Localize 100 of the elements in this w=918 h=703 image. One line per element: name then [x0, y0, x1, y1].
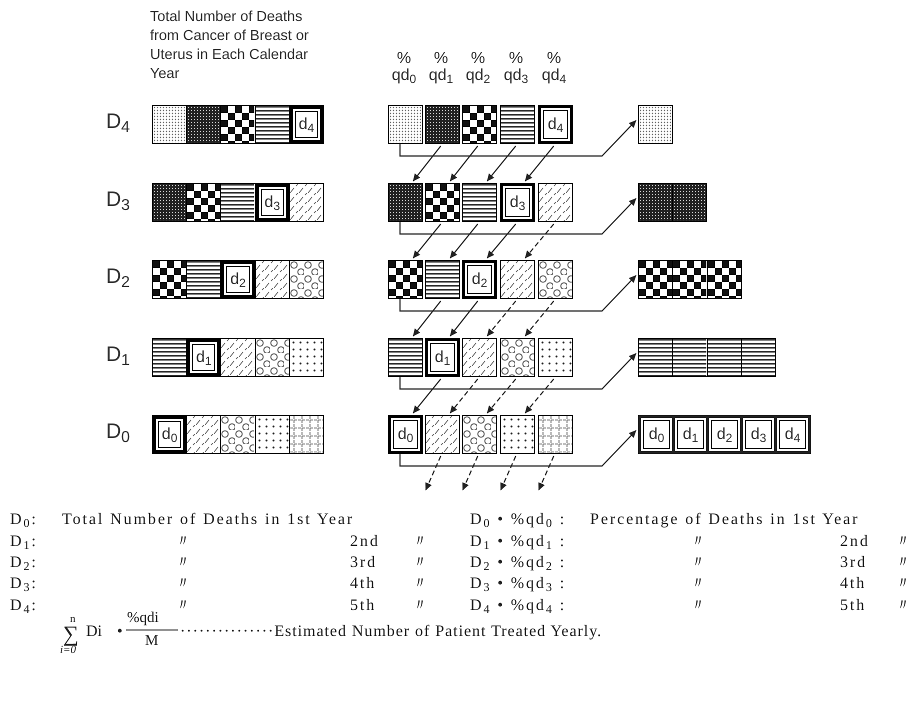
- cell-label: d$_{4}$: [548, 116, 564, 132]
- ditto-mark: 〃: [895, 553, 913, 574]
- patterned-cell: [462, 183, 497, 222]
- arrow: [412, 224, 442, 258]
- arrow: [399, 353, 636, 390]
- arrow: [412, 300, 442, 336]
- ditto-mark: 〃: [895, 532, 913, 552]
- ditto-mark: 〃: [690, 532, 708, 552]
- arrow: [524, 378, 554, 414]
- arrow: [399, 198, 636, 235]
- column-heading: % qd$_{4}$: [540, 50, 568, 84]
- patterned-cell: [425, 105, 460, 144]
- patterned-cell: [388, 260, 423, 299]
- formula-text: Di: [86, 624, 102, 640]
- column-heading: % qd$_{2}$: [464, 50, 492, 84]
- ditto-mark: 〃: [412, 553, 430, 574]
- cell-label: d$_{1}$: [434, 350, 450, 366]
- arrow: [399, 120, 636, 157]
- patterned-cell: [462, 415, 497, 454]
- formula-text: n: [70, 614, 76, 625]
- legend-text: 2nd: [350, 532, 380, 552]
- arrow: [412, 146, 442, 182]
- arrow: [450, 300, 478, 336]
- patterned-cell: [425, 415, 460, 454]
- row-label: D$_{1}$: [106, 344, 130, 365]
- arrow: [399, 275, 636, 312]
- legend-text: D$_{3}$:: [10, 574, 38, 596]
- patterned-cell: [462, 105, 497, 144]
- labeled-cell: [462, 260, 497, 299]
- cell-label: d$_{2}$: [472, 272, 488, 288]
- legend-text: D$_{0}$ • %qd$_{0}$ :: [470, 510, 566, 532]
- labeled-cell: [500, 183, 535, 222]
- cell-label: d$_{1}$: [682, 426, 698, 442]
- pattern-bar: [152, 260, 324, 299]
- cell-label: d$_{4}$: [784, 426, 800, 442]
- sum-symbol: ∑: [63, 623, 79, 645]
- legend-text: D$_{4}$ • %qd$_{4}$ :: [470, 596, 566, 618]
- row-label: D$_{2}$: [106, 266, 130, 287]
- ditto-mark: 〃: [895, 596, 913, 616]
- arrow: [486, 378, 516, 414]
- legend-text: D$_{2}$:: [10, 553, 38, 576]
- cell-label: d$_{1}$: [196, 350, 212, 366]
- legend-text: D$_{1}$:: [10, 532, 38, 554]
- legend-text: 4th: [350, 574, 376, 594]
- arrow: [450, 224, 478, 258]
- patterned-cell: [425, 260, 460, 299]
- arrow: [425, 456, 442, 490]
- patterned-cell: [538, 415, 573, 454]
- legend-text: 3rd: [350, 553, 378, 574]
- arrow: [399, 430, 636, 467]
- cell-label: d$_{3}$: [750, 426, 766, 442]
- ditto-mark: 〃: [412, 596, 430, 616]
- formula-text: %qdi: [127, 611, 159, 626]
- cell-label: d$_{0}$: [162, 426, 178, 442]
- ditto-mark: 〃: [690, 596, 708, 616]
- column-heading: % qd$_{3}$: [502, 50, 530, 84]
- legend-text: 4th: [840, 574, 866, 594]
- legend-text: Percentage of Deaths in 1st Year: [590, 510, 860, 530]
- patterned-cell: [388, 183, 423, 222]
- arrow: [524, 300, 554, 336]
- ditto-mark: 〃: [175, 553, 193, 574]
- row-label: D$_{4}$: [106, 111, 130, 132]
- ditto-mark: 〃: [175, 596, 193, 616]
- arrow: [450, 378, 478, 414]
- pattern-bar: [152, 415, 324, 454]
- labeled-bar: [638, 415, 811, 454]
- legend-text: D$_{1}$ • %qd$_{1}$ :: [470, 532, 566, 554]
- pattern-bar: [152, 105, 324, 144]
- patterned-cell: [425, 183, 460, 222]
- pattern-bar: [638, 260, 742, 299]
- patterned-cell: [462, 338, 497, 377]
- arrow: [486, 224, 516, 258]
- labeled-cell: [538, 105, 573, 144]
- ditto-mark: 〃: [175, 532, 193, 552]
- column-heading: % qd$_{0}$: [390, 50, 418, 84]
- legend-text: D$_{0}$:: [10, 510, 38, 532]
- labeled-cell: [388, 415, 423, 454]
- formula-text: M: [145, 634, 158, 649]
- legend-text: D$_{2}$ • %qd$_{2}$ :: [470, 553, 566, 576]
- labeled-cell: [425, 338, 460, 377]
- patterned-cell: [500, 415, 535, 454]
- arrow: [450, 146, 478, 182]
- legend-text: 2nd: [840, 532, 870, 552]
- cell-label: d$_{0}$: [648, 426, 664, 442]
- pattern-bar: [638, 338, 776, 377]
- formula-text: ···············Estimated Number of Patient Treated Yearly.: [180, 624, 602, 640]
- patterned-cell: [500, 105, 535, 144]
- arrow: [500, 456, 516, 490]
- formula-text: •: [117, 624, 123, 640]
- patterned-cell: [538, 338, 573, 377]
- column-heading: % qd$_{1}$: [428, 50, 454, 84]
- legend-text: Total Number of Deaths in 1st Year: [62, 510, 354, 530]
- ditto-mark: 〃: [412, 532, 430, 552]
- arrow: [412, 378, 442, 414]
- ditto-mark: 〃: [412, 574, 430, 594]
- patterned-cell: [538, 260, 573, 299]
- patterned-cell: [388, 105, 423, 144]
- cell-label: d$_{2}$: [716, 426, 732, 442]
- column-heading: Total Number of Deaths from Cancer of Breast or Uterus in Each Calendar Year: [150, 8, 310, 84]
- row-label: D$_{0}$: [106, 421, 130, 442]
